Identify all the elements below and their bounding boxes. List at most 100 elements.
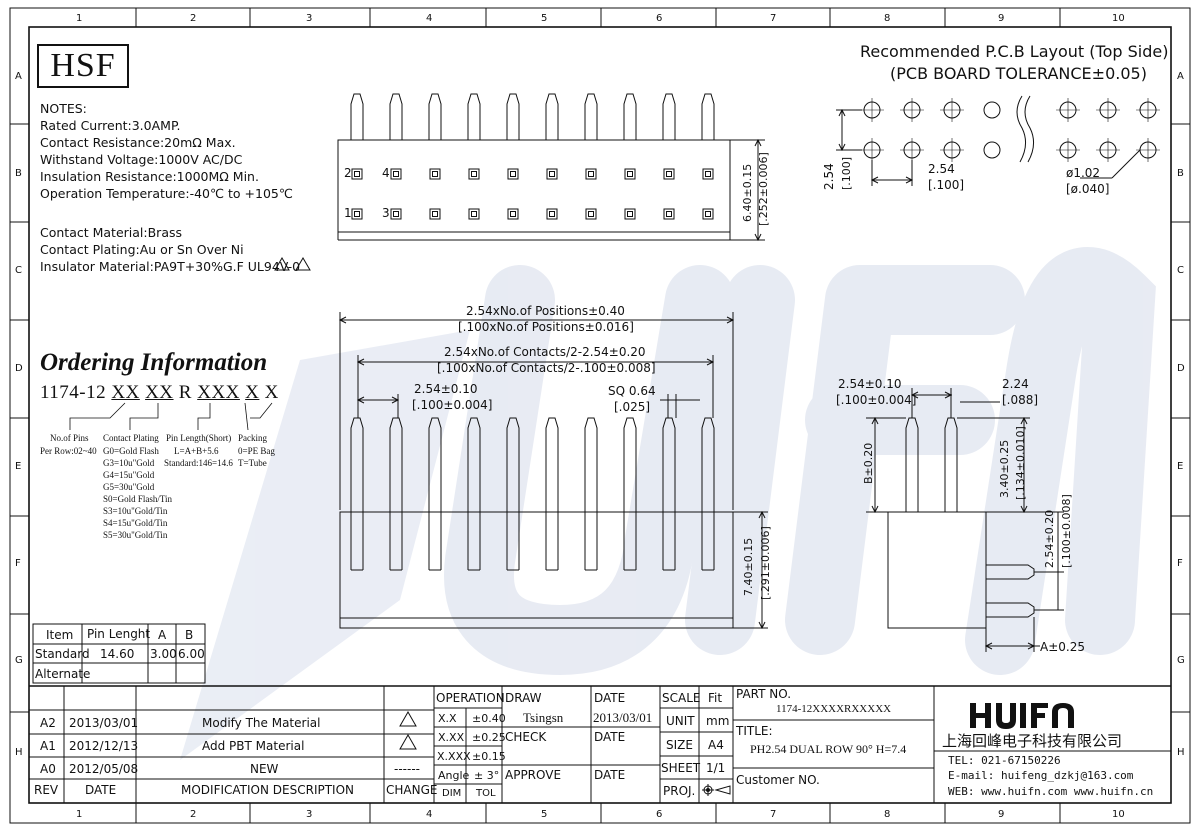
note-line: Contact Resistance:20mΩ Max. <box>40 135 236 150</box>
front-view-pin <box>623 417 637 512</box>
ordering-col-line: G4=15u"Gold <box>103 470 155 480</box>
ordering-col-line: Standard:146=14.6 <box>164 458 233 468</box>
col-label: 1 <box>76 13 83 24</box>
part-code: XX <box>111 382 140 403</box>
side-dim-340-in: [.134±0.010] <box>1014 426 1027 500</box>
date-label: DATE <box>594 768 626 782</box>
rev-code: A0 <box>40 762 56 776</box>
tol-val: ± 3° <box>474 769 500 782</box>
tol-dim: Angle <box>438 769 470 782</box>
col-label: 4 <box>426 809 433 820</box>
customer-label: Customer NO. <box>736 773 820 787</box>
ordering-col-line: S5=30u"Gold/Tin <box>103 530 168 540</box>
ordering-col-line: S3=10u"Gold/Tin <box>103 506 168 516</box>
contact-square-inner <box>627 171 633 177</box>
front-view-pin <box>506 417 520 512</box>
rev-date: 2012/05/08 <box>69 762 139 776</box>
top-view-pin <box>428 93 442 140</box>
ordering-col-line: 0=PE Bag <box>238 446 275 456</box>
front-view-pin <box>701 417 715 512</box>
col-label: 3 <box>306 809 313 820</box>
title-value: PH2.54 DUAL ROW 90° H=7.4 <box>750 742 907 756</box>
table-cell: Alternate <box>35 667 91 681</box>
material-line: Insulator Material:PA9T+30%G.F UL94V-0 <box>40 259 301 274</box>
unit-value: mm <box>706 714 730 728</box>
front-view-pin <box>545 417 559 512</box>
side-dim-340: 3.40±0.25 <box>998 439 1011 498</box>
ordering-title: Ordering Information <box>40 349 268 376</box>
contact-square-inner <box>549 171 555 177</box>
note-line: Withstand Voltage:1000V AC/DC <box>40 152 243 167</box>
contact-square-inner <box>432 171 438 177</box>
part-code: XXX <box>197 382 240 403</box>
contact-square-inner <box>705 171 711 177</box>
sheet-label: SHEET <box>661 761 701 775</box>
rev-change: ------ <box>394 762 420 776</box>
front-view <box>338 312 768 630</box>
row-label: A <box>1177 71 1184 82</box>
top-view-pin <box>701 93 715 140</box>
contact-square-inner <box>471 171 477 177</box>
ordering-leader-lines <box>69 402 273 431</box>
contact-square-inner <box>471 211 477 217</box>
row-label: F <box>15 558 21 569</box>
contact-square-inner <box>393 171 399 177</box>
fit-label: Fit <box>708 691 723 705</box>
rev-header: CHANGE <box>386 783 438 797</box>
top-view-pin <box>662 93 676 140</box>
col-label: 9 <box>998 809 1005 820</box>
pin-number: 1 <box>344 206 352 220</box>
row-label: A <box>15 71 22 82</box>
tol-dim: X.XX <box>438 731 465 744</box>
front-view-pin <box>350 417 364 512</box>
material-warning-icons <box>274 257 417 750</box>
dim-height-in: [.252±0.006] <box>757 152 770 226</box>
check-label: CHECK <box>505 730 547 744</box>
rev-header: MODIFICATION DESCRIPTION <box>181 783 355 797</box>
ordering-col-head: Pin Length(Short) <box>166 433 232 443</box>
table-cell: 6.00 <box>178 647 205 661</box>
part-no-label: PART NO. <box>736 687 792 701</box>
pin-number: 3 <box>382 206 390 220</box>
hsf-logo-box: HSF <box>37 44 129 88</box>
col-label: 10 <box>1112 809 1125 820</box>
side-dim-224-in: [.088] <box>1002 393 1039 407</box>
pin-table-grid <box>32 623 206 684</box>
rev-date: 2013/03/01 <box>69 716 139 730</box>
dim-total: 2.54xNo.of Positions±0.40 <box>466 304 625 318</box>
contact-square-inner <box>510 171 516 177</box>
rev-date: 2012/12/13 <box>69 739 139 753</box>
company-tel: TEL: 021-67150226 <box>948 754 1061 767</box>
contact-square <box>468 168 480 180</box>
contact-square <box>546 168 558 180</box>
pcb-dim-h-in: [.100] <box>928 178 965 192</box>
company-email: E-mail: huifeng_dzkj@163.com <box>948 769 1134 782</box>
pcb-dim-h: 2.54 <box>928 162 955 176</box>
contact-square-inner <box>666 211 672 217</box>
date-label: DATE <box>594 691 626 705</box>
rev-header: DATE <box>85 783 117 797</box>
front-view-pin <box>428 417 442 512</box>
table-header: B <box>185 628 194 642</box>
tol-val: ±0.40 <box>472 712 506 725</box>
contact-square <box>507 208 519 220</box>
col-label: 6 <box>656 13 663 24</box>
company-web: WEB: www.huifn.com www.huifn.cn <box>948 785 1154 798</box>
contact-square-inner <box>432 211 438 217</box>
dim-body: 7.40±0.15 <box>742 537 755 596</box>
dim-contacts: 2.54xNo.of Contacts/2-2.54±0.20 <box>444 345 646 359</box>
ordering-col-line: S0=Gold Flash/Tin <box>103 494 173 504</box>
contact-square-inner <box>588 171 594 177</box>
contact-square-inner <box>354 171 360 177</box>
side-dim-224: 2.24 <box>1002 377 1029 391</box>
contact-square <box>702 168 714 180</box>
rev-code: A1 <box>40 739 56 753</box>
col-label: 8 <box>884 809 891 820</box>
col-label: 8 <box>884 13 891 24</box>
contact-square <box>351 168 363 180</box>
draw-name: Tsingsn <box>523 710 564 725</box>
title-label: TITLE: <box>736 724 773 738</box>
row-label: H <box>1177 747 1185 758</box>
contact-square <box>390 168 402 180</box>
unit-label: UNIT <box>666 714 695 728</box>
